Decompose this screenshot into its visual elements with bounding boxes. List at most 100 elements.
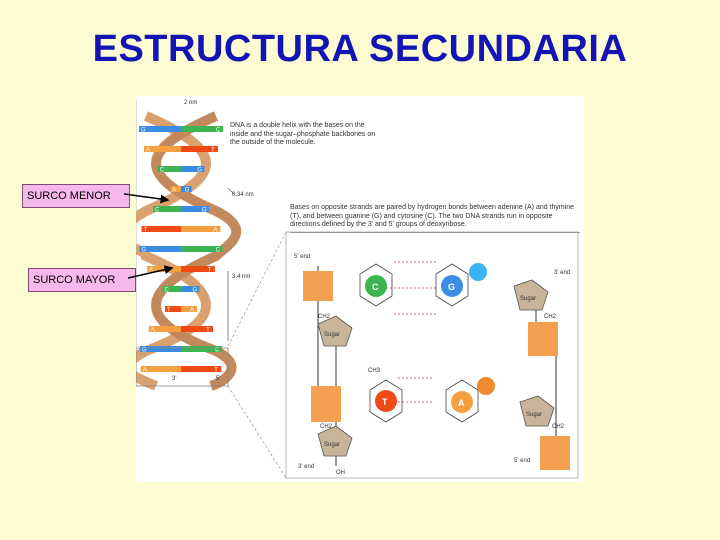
helix-base-T xyxy=(181,366,222,372)
helix-base-G xyxy=(181,286,200,292)
cytosine-base xyxy=(365,275,387,297)
helix-base-letter: G xyxy=(142,348,147,354)
helix-base-letter: C xyxy=(215,348,220,354)
thymine-base xyxy=(375,390,397,412)
helix-base-letter: A xyxy=(149,268,153,274)
guanine-base xyxy=(441,275,463,297)
helix-base-C xyxy=(152,206,181,212)
sugar-label-4: Sugar xyxy=(526,412,542,418)
sugar-ring-1 xyxy=(317,315,353,347)
helix-base-G xyxy=(181,206,210,212)
major-groove-arrow xyxy=(127,265,174,279)
helix-base-G xyxy=(139,126,181,132)
base-c-label: C xyxy=(372,282,379,292)
helix-bottom-3prime: 3' xyxy=(172,376,176,382)
helix-base-letter: C xyxy=(165,288,170,294)
helix-base-T xyxy=(181,266,215,272)
phosphate-group-4 xyxy=(540,436,570,470)
base-pairing-note: Bases on opposite strands are paired by … xyxy=(290,204,580,233)
three-prime-end-bottom: 3' end xyxy=(298,464,314,470)
helix-base-letter: A xyxy=(190,308,194,314)
adenine-base xyxy=(451,391,473,413)
guanine-ring-secondary xyxy=(469,263,487,281)
helix-base-A xyxy=(181,306,198,312)
helix-backbone-2 xyxy=(151,111,242,391)
helix-description-note: DNA is a double helix with the bases on … xyxy=(230,122,376,146)
helix-width-label: 2 nm xyxy=(184,100,197,106)
pitch-label: 3.4 nm xyxy=(232,274,250,280)
helix-base-letter: A xyxy=(172,188,176,194)
helix-base-C xyxy=(162,286,181,292)
helix-base-letter: C xyxy=(155,208,160,214)
helix-base-T xyxy=(141,226,181,232)
five-prime-end-bottom: 5' end xyxy=(514,458,530,464)
helix-base-letter: T xyxy=(206,328,210,334)
helix-base-A xyxy=(140,366,181,372)
helix-base-letter: T xyxy=(167,308,171,314)
oh-label: OH xyxy=(336,470,345,476)
helix-base-letter: G xyxy=(197,168,202,174)
helix-base-T xyxy=(181,326,214,332)
sugar-ring-2 xyxy=(513,279,549,311)
helix-base-C xyxy=(157,166,181,172)
helix-base-letter: G xyxy=(202,208,207,214)
helix-base-letter: C xyxy=(216,248,221,254)
helix-base-letter: A xyxy=(146,148,150,154)
sugar-label-2: Sugar xyxy=(520,296,536,302)
sugar-label-1: Sugar xyxy=(324,332,340,338)
phosphate-group-3 xyxy=(311,386,341,422)
helix-base-letter: C xyxy=(160,168,165,174)
helix-base-A xyxy=(144,146,181,152)
minor-groove-arrow xyxy=(123,193,170,204)
adenine-ring-secondary xyxy=(477,377,495,395)
helix-base-letter: T xyxy=(214,368,218,374)
dna-figure: G C A T C G A G C G T A G C A T C G T A A T G C A T xyxy=(114,96,584,482)
base-g-label: G xyxy=(448,282,455,292)
ch2-label-2: CH2 xyxy=(544,314,557,320)
dna-structure-diagram: G C A T C G A G C G T A G C A T C G T A A T G C A T xyxy=(114,100,579,479)
helix-base-letter: T xyxy=(144,228,148,234)
helix-base-A xyxy=(181,226,221,232)
helix-base-G xyxy=(139,346,181,352)
ch2-label-4: CH2 xyxy=(552,424,565,430)
ch2-label-1: CH2 xyxy=(318,314,331,320)
helix-base-C xyxy=(181,246,223,252)
helix-base-G xyxy=(181,166,205,172)
helix-base-letter: T xyxy=(211,148,215,154)
helix-base-G xyxy=(181,186,192,192)
helix-base-letter: G xyxy=(185,188,190,194)
base-a-label: A xyxy=(458,398,465,408)
phosphate-group-1 xyxy=(303,271,333,301)
helix-base-letter: A xyxy=(213,228,217,234)
sugar-ring-4 xyxy=(519,395,555,427)
helix-base-G xyxy=(139,246,181,252)
helix-bottom-5prime: 5' xyxy=(216,376,220,382)
helix-base-C xyxy=(181,126,223,132)
helix-base-T xyxy=(181,146,218,152)
helix-base-A xyxy=(148,326,181,332)
five-prime-end-top: 5' end xyxy=(294,254,310,260)
helix-base-letter: G xyxy=(192,288,197,294)
base-t-label: T xyxy=(382,397,388,407)
rise-label: 0.34 nm xyxy=(232,192,254,198)
ch2-label-3: CH2 xyxy=(320,424,333,430)
slide-title: ESTRUCTURA SECUNDARIA xyxy=(92,28,628,70)
ch3-label: CH3 xyxy=(368,368,381,374)
major-groove-label: SURCO MAYOR xyxy=(28,268,136,292)
helix-base-A xyxy=(170,186,181,192)
helix-base-C xyxy=(181,346,223,352)
helix-base-pairs: G C A T C G A G C G T A G C A T C G T A A T G C A T xyxy=(139,126,223,374)
sugar-ring-3 xyxy=(317,425,353,457)
helix-base-T xyxy=(164,306,181,312)
helix-base-letter: A xyxy=(151,328,155,334)
helix-base-letter: G xyxy=(141,248,146,254)
phosphate-group-2 xyxy=(528,322,558,356)
sugar-label-3: Sugar xyxy=(324,442,340,448)
helix-base-letter: T xyxy=(208,268,212,274)
helix-base-letter: G xyxy=(141,128,146,134)
minor-groove-label: SURCO MENOR xyxy=(22,184,130,208)
three-prime-end-top: 3' end xyxy=(554,270,570,276)
helix-base-letter: C xyxy=(216,128,221,134)
helix-base-letter: A xyxy=(143,368,147,374)
